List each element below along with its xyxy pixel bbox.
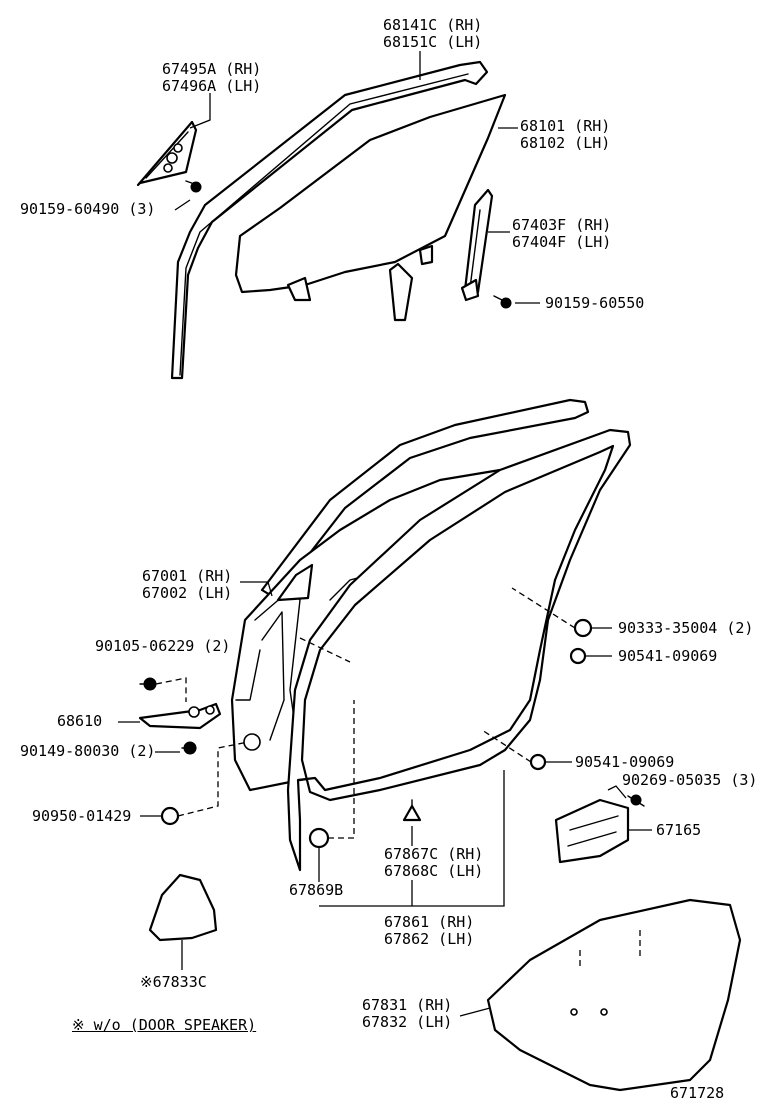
label-rear-channel: 67403F (RH) 67404F (LH) [512, 217, 611, 251]
label-line: 67496A (LH) [162, 77, 262, 95]
rear-glass-channel [460, 188, 494, 302]
label-cushion-lower: 90541-09069 [575, 753, 675, 771]
label-plug-upper: 90333-35004 (2) [618, 619, 754, 637]
label-line: 67868C (LH) [384, 862, 484, 880]
hinge-bolt-upper-icon [139, 677, 157, 691]
label-line: 67404F (LH) [512, 233, 612, 251]
plug-upper-icon [573, 618, 593, 638]
note-door-speaker: ※ w/o (DOOR SPEAKER) [72, 1016, 257, 1034]
weatherstrip-clip-icon [402, 799, 422, 822]
channel-bolt-icon [493, 295, 512, 309]
label-line: 67831 (RH) [362, 996, 453, 1014]
label-speaker-cover: ※67833C [140, 973, 207, 991]
bumper-icon [160, 806, 180, 826]
door-weatherstrip-outer [260, 398, 590, 600]
check-arm-icon [138, 702, 222, 730]
label-bracket: 67165 [656, 821, 702, 839]
label-door-panel: 67001 (RH) 67002 (LH) [142, 568, 232, 602]
label-bumper: 90950-01429 [32, 807, 132, 825]
label-clip-screw: 90269-05035 (3) [622, 771, 758, 789]
hole-plug-icon [308, 827, 330, 849]
label-hinge-bolt-lower: 90149-80030 (2) [20, 742, 156, 760]
label-line: 67861 (RH) [384, 913, 475, 931]
corner-piece [136, 120, 198, 187]
label-channel-bolt: 90159-60550 [545, 294, 645, 312]
label-line: 67867C (RH) [384, 845, 484, 863]
label-cushion-upper: 90541-09069 [618, 647, 718, 665]
corner-bolt-icon [185, 180, 202, 193]
label-run-channel: 68141C (RH) 68151C (LH) [383, 17, 482, 51]
door-glass [234, 93, 507, 302]
clip-screw-icon [627, 794, 645, 807]
label-weatherstrip: 67861 (RH) 67862 (LH) [384, 914, 474, 948]
label-line: 67403F (RH) [512, 216, 612, 234]
label-check-arm: 68610 [57, 712, 103, 730]
glass-run-channel [170, 60, 489, 380]
label-line: 67495A (RH) [162, 60, 262, 78]
service-hole-cover [486, 898, 742, 1092]
label-line: 67002 (LH) [142, 584, 233, 602]
label-service-cover: 67831 (RH) 67832 (LH) [362, 997, 452, 1031]
label-line: 68141C (RH) [383, 16, 483, 34]
cushion-lower-icon [529, 753, 547, 771]
label-corner-piece: 67495A (RH) 67496A (LH) [162, 61, 261, 95]
label-line: 68101 (RH) [520, 117, 611, 135]
diagram-number: 671728 [670, 1084, 725, 1102]
bracket-icon [554, 798, 630, 864]
label-hole-plug: 67869B [289, 881, 344, 899]
front-lower-channel [388, 262, 414, 322]
cushion-upper-icon [569, 647, 587, 665]
label-corner-bolt: 90159-60490 (3) [20, 200, 156, 218]
label-hinge-bolt-upper: 90105-06229 (2) [95, 637, 231, 655]
hinge-bolt-lower-icon [181, 741, 197, 755]
label-line: 67832 (LH) [362, 1013, 453, 1031]
label-line: 68102 (LH) [520, 134, 611, 152]
leader-lines [118, 51, 652, 1017]
label-weatherstrip-clip: 67867C (RH) 67868C (LH) [384, 846, 483, 880]
door-weatherstrip-inner [286, 428, 632, 872]
label-door-glass: 68101 (RH) 68102 (LH) [520, 118, 610, 152]
speaker-cover [148, 873, 218, 942]
label-line: 67862 (LH) [384, 930, 475, 948]
label-line: 68151C (LH) [383, 33, 483, 51]
label-line: 67001 (RH) [142, 567, 233, 585]
